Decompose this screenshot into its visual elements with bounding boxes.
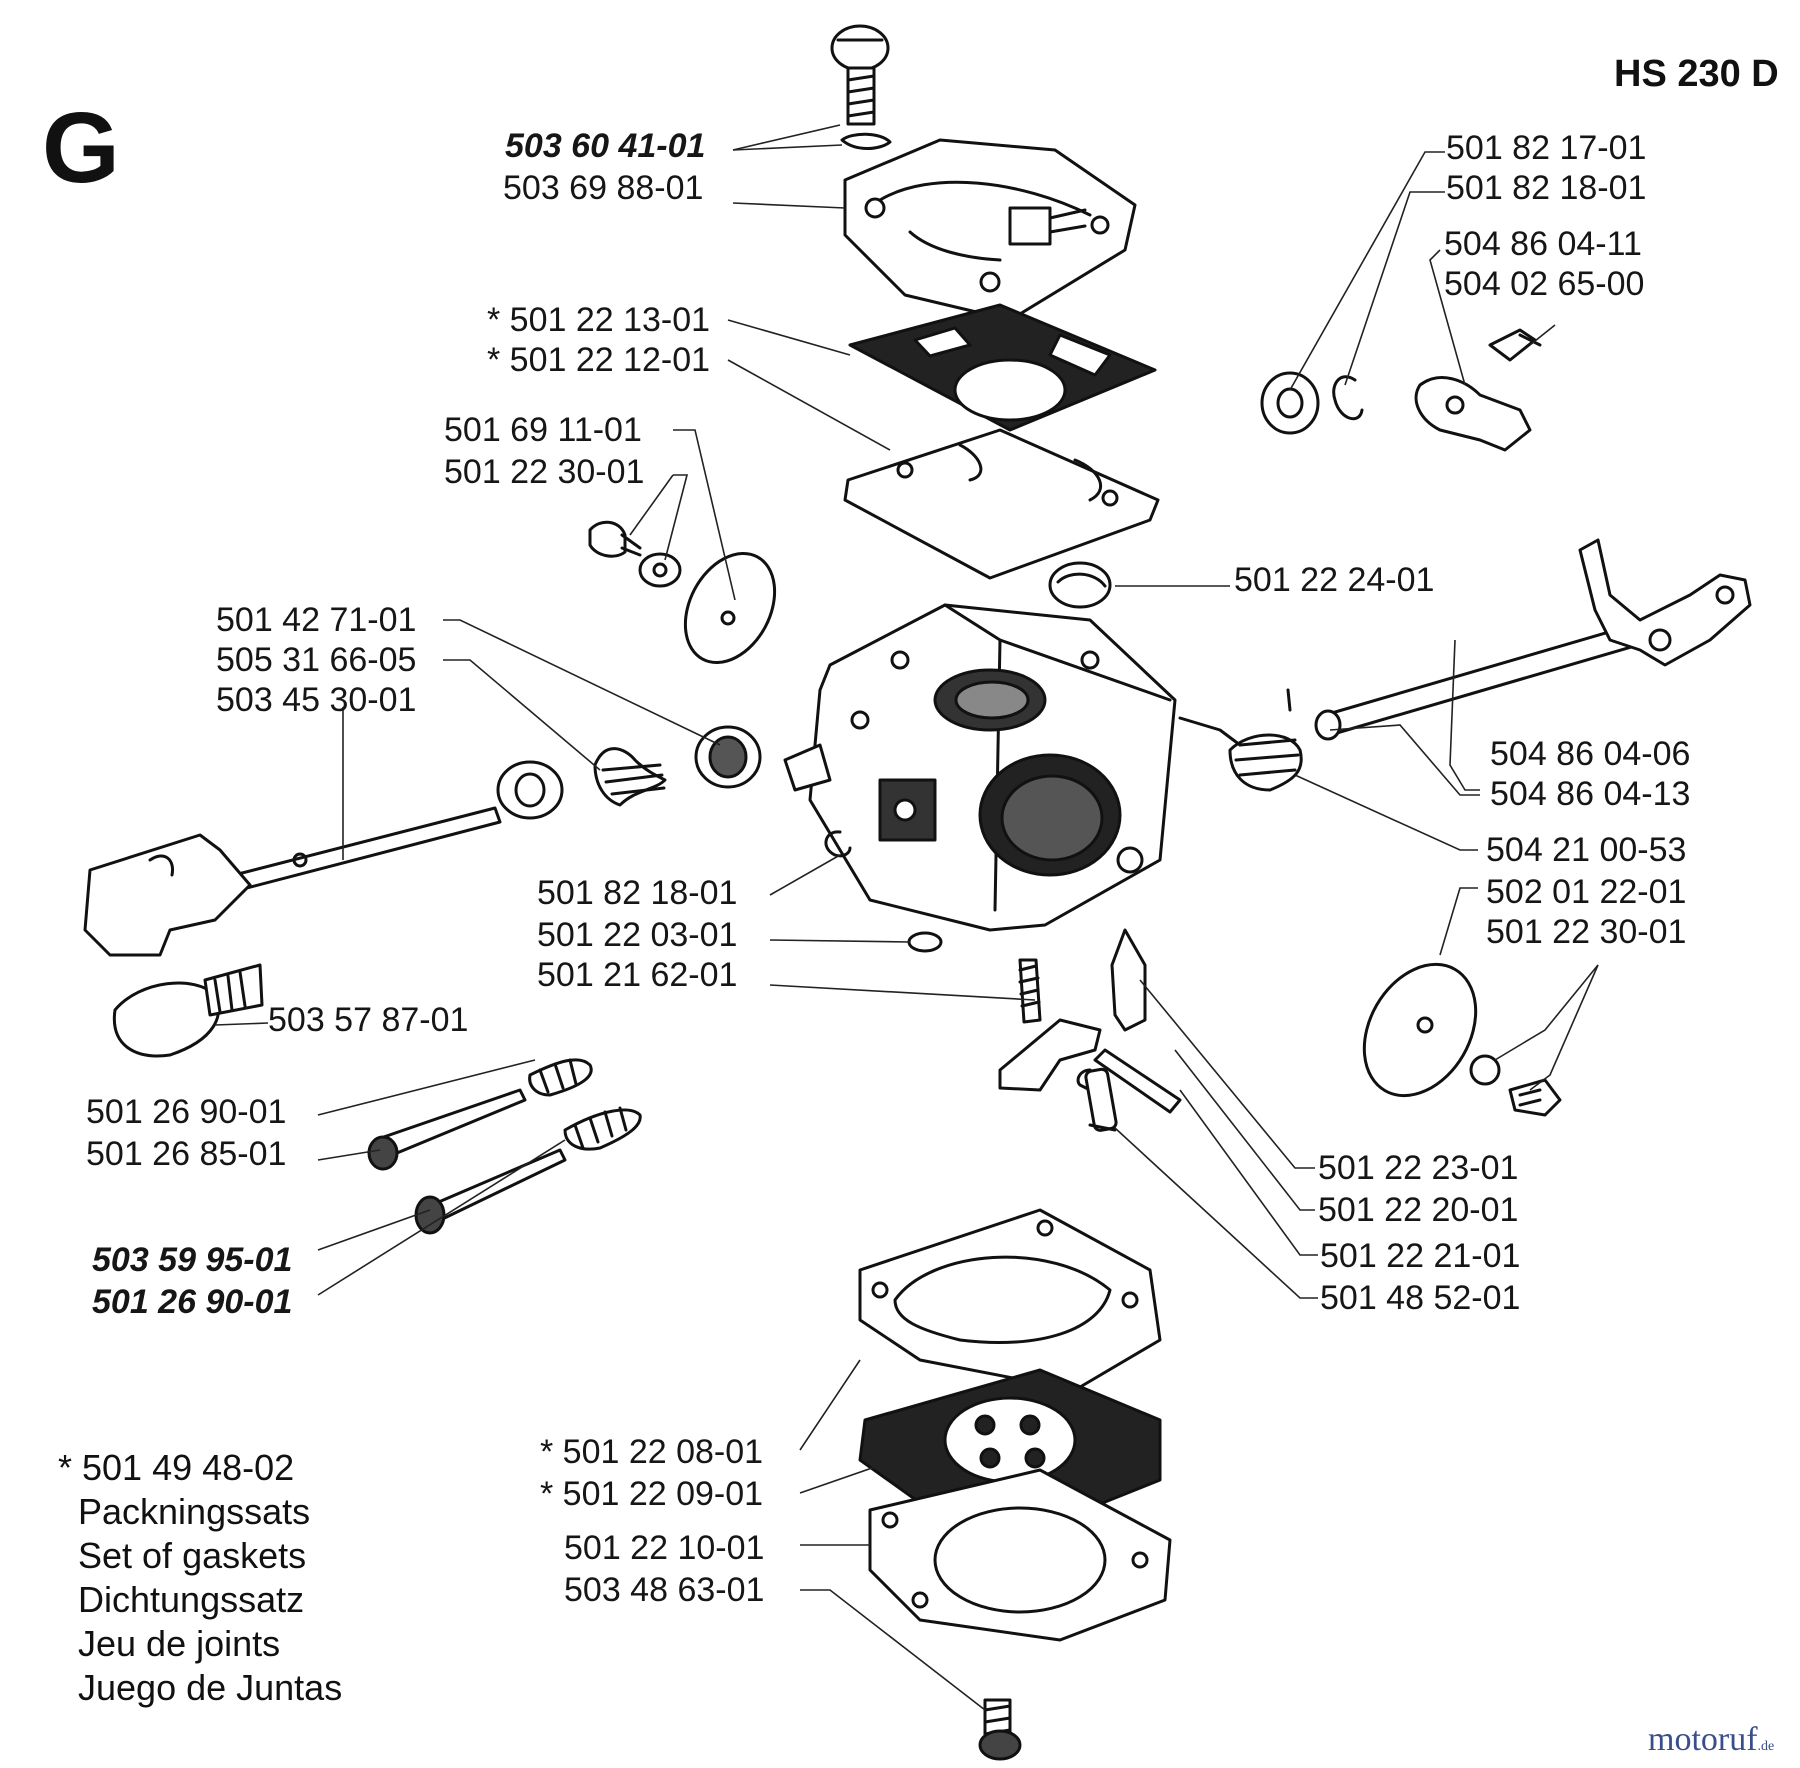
gasket-set-name-es: Juego de Juntas: [78, 1667, 343, 1708]
metering-diaphragm-parts: [1362, 962, 1562, 1117]
part-number: 501 21 62-01: [537, 956, 738, 994]
gasket-set-name-en: Set of gaskets: [78, 1535, 307, 1576]
pump-diaphragm: [843, 428, 1160, 580]
gasket-set-name-sv: Packningssats: [78, 1491, 311, 1532]
part-number: 504 86 04-11: [1444, 225, 1642, 263]
part-number: * 501 22 12-01: [487, 341, 711, 379]
top-screw: [830, 24, 892, 150]
part-number: 501 22 20-01: [1318, 1191, 1519, 1229]
part-number: * 501 22 09-01: [540, 1475, 764, 1513]
part-number: 501 82 17-01: [1446, 129, 1647, 167]
throttle-shaft-assembly: [1178, 538, 1752, 792]
part-number: 501 82 18-01: [1446, 169, 1647, 207]
bottom-screw: [978, 1698, 1022, 1761]
part-number: * 501 22 13-01: [487, 301, 711, 339]
part-number: 504 86 04-06: [1490, 735, 1691, 773]
gasket-set-name-fr: Jeu de joints: [78, 1623, 281, 1664]
part-number: 504 02 65-00: [1444, 265, 1645, 303]
part-number: 503 69 88-01: [503, 169, 704, 207]
part-number: 503 45 30-01: [216, 681, 417, 719]
pump-gasket: [848, 303, 1157, 432]
part-number: 503 57 87-01: [268, 1001, 469, 1039]
part-number: 501 26 90-01: [86, 1093, 287, 1131]
watermark-name: motoruf: [1648, 1721, 1758, 1758]
watermark-suffix: .de: [1757, 1739, 1775, 1754]
gasket-set-name-de: Dichtungssatz: [78, 1579, 305, 1620]
part-number: 501 48 52-01: [1320, 1279, 1521, 1317]
leader-lines: [214, 124, 1599, 1711]
part-number: 501 22 30-01: [1486, 913, 1687, 951]
part-number: 501 26 85-01: [86, 1135, 287, 1173]
needle-valve-group: [998, 928, 1182, 1132]
choke-lever-parts: [1260, 328, 1542, 452]
part-number: 501 26 90-01: [92, 1283, 293, 1321]
carburetor-body: [783, 603, 1177, 932]
gasket-set-number: * 501 49 48-02: [58, 1447, 295, 1488]
part-number: 501 69 11-01: [444, 411, 642, 449]
section-letter: G: [42, 92, 120, 204]
part-number: 501 22 24-01: [1234, 561, 1435, 599]
adjusting-screws: [367, 1058, 642, 1235]
part-number: 502 01 22-01: [1486, 873, 1687, 911]
part-number: 501 22 03-01: [537, 916, 738, 954]
part-number: 501 22 10-01: [564, 1529, 765, 1567]
part-number: 503 48 63-01: [564, 1571, 765, 1609]
part-number: 503 60 41-01: [505, 127, 706, 165]
strainer-cap: [1048, 561, 1112, 609]
choke-shaft-assembly: [83, 725, 762, 957]
part-number: 501 22 23-01: [1318, 1149, 1519, 1187]
pump-cover: [843, 138, 1137, 322]
inlet-needle-parts: [588, 520, 777, 665]
part-number: 504 86 04-13: [1490, 775, 1691, 813]
model-label: HS 230 D: [1614, 53, 1779, 95]
part-number: 501 22 21-01: [1320, 1237, 1521, 1275]
part-number: 501 42 71-01: [216, 601, 417, 639]
part-number: 503 59 95-01: [92, 1241, 293, 1279]
part-number: 505 31 66-05: [216, 641, 417, 679]
watermark-logo: motoruf.de: [1648, 1720, 1774, 1767]
part-number: 501 22 30-01: [444, 453, 645, 491]
part-number: 504 21 00-53: [1486, 831, 1687, 869]
gasket-set-note: * 501 49 48-02 Packningssats Set of gask…: [58, 1446, 342, 1710]
part-number: * 501 22 08-01: [540, 1433, 764, 1471]
bottom-gasket-stack: [858, 1208, 1172, 1642]
idle-screw: [112, 963, 264, 1058]
part-number: 501 82 18-01: [537, 874, 738, 912]
